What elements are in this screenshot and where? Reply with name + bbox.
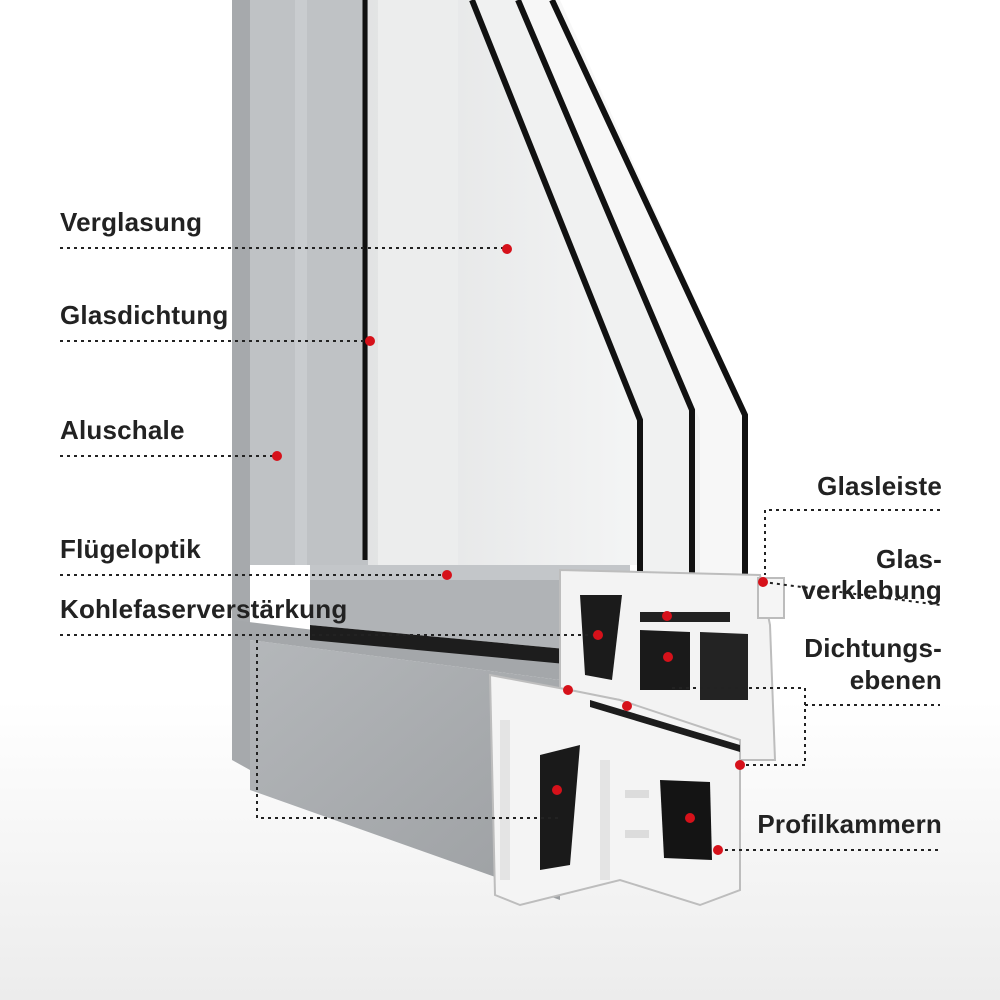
- red-dot-icon: [552, 785, 562, 795]
- label-dichtungsebenen-line2: ebenen: [849, 665, 942, 695]
- label-fluegeloptik: Flügeloptik: [60, 534, 201, 564]
- sash-top: [310, 565, 630, 580]
- alu-shell: [250, 0, 368, 565]
- label-glasdichtung: Glasdichtung: [60, 300, 229, 330]
- sash-gap: [310, 625, 630, 670]
- chamber-rib: [625, 790, 649, 798]
- red-dot-icon: [593, 630, 603, 640]
- chamber-upper-2: [700, 632, 748, 700]
- label-aluschale: Aluschale: [60, 415, 185, 445]
- front-alu-block: [250, 640, 560, 900]
- label-glasverklebung-line1: Glas-: [875, 544, 942, 574]
- seal-strip: [590, 700, 740, 752]
- chamber-rib-2: [625, 830, 649, 838]
- glass-edge-3: [549, 0, 748, 578]
- label-kohlefaser: Kohlefaserverstärkung: [60, 594, 348, 624]
- glass-seal-bottom: [640, 612, 730, 622]
- red-dot-icon: [758, 577, 768, 587]
- red-dot-icon: [713, 845, 723, 855]
- red-dot-icon: [662, 611, 672, 621]
- bracket-dichtung: [672, 687, 806, 766]
- red-dot-icon: [622, 701, 632, 711]
- glass-reflection: [378, 0, 458, 565]
- leader-glasverklebung: [762, 581, 941, 606]
- red-dot-icon: [663, 652, 673, 662]
- alu-highlight: [295, 0, 307, 565]
- outer-alu-frame-edge: [232, 0, 250, 770]
- bracket-kohlefaser: [256, 640, 560, 819]
- red-dot-icon: [563, 685, 573, 695]
- label-dichtungsebenen-line1: Dichtungs-: [804, 633, 942, 663]
- frame-wall-2: [600, 760, 610, 880]
- reinforcement-lower: [540, 745, 580, 870]
- label-verglasung: Verglasung: [60, 207, 203, 237]
- glass-pane-3: [520, 0, 745, 580]
- red-dot-icon: [442, 570, 452, 580]
- bracket-glasleiste: [764, 509, 940, 575]
- red-dot-icon: [502, 244, 512, 254]
- frame-wall: [500, 720, 510, 880]
- red-dot-icon: [365, 336, 375, 346]
- label-profilkammern: Profilkammern: [757, 809, 942, 839]
- red-dot-icon: [735, 760, 745, 770]
- red-dot-icon: [685, 813, 695, 823]
- red-dot-icon: [272, 451, 282, 461]
- glass-edge-2: [515, 0, 695, 578]
- glass-edge-1: [469, 0, 643, 578]
- label-glasleiste: Glasleiste: [817, 471, 942, 501]
- label-glasverklebung-line2: verklebung: [801, 575, 942, 605]
- markers: [272, 244, 768, 855]
